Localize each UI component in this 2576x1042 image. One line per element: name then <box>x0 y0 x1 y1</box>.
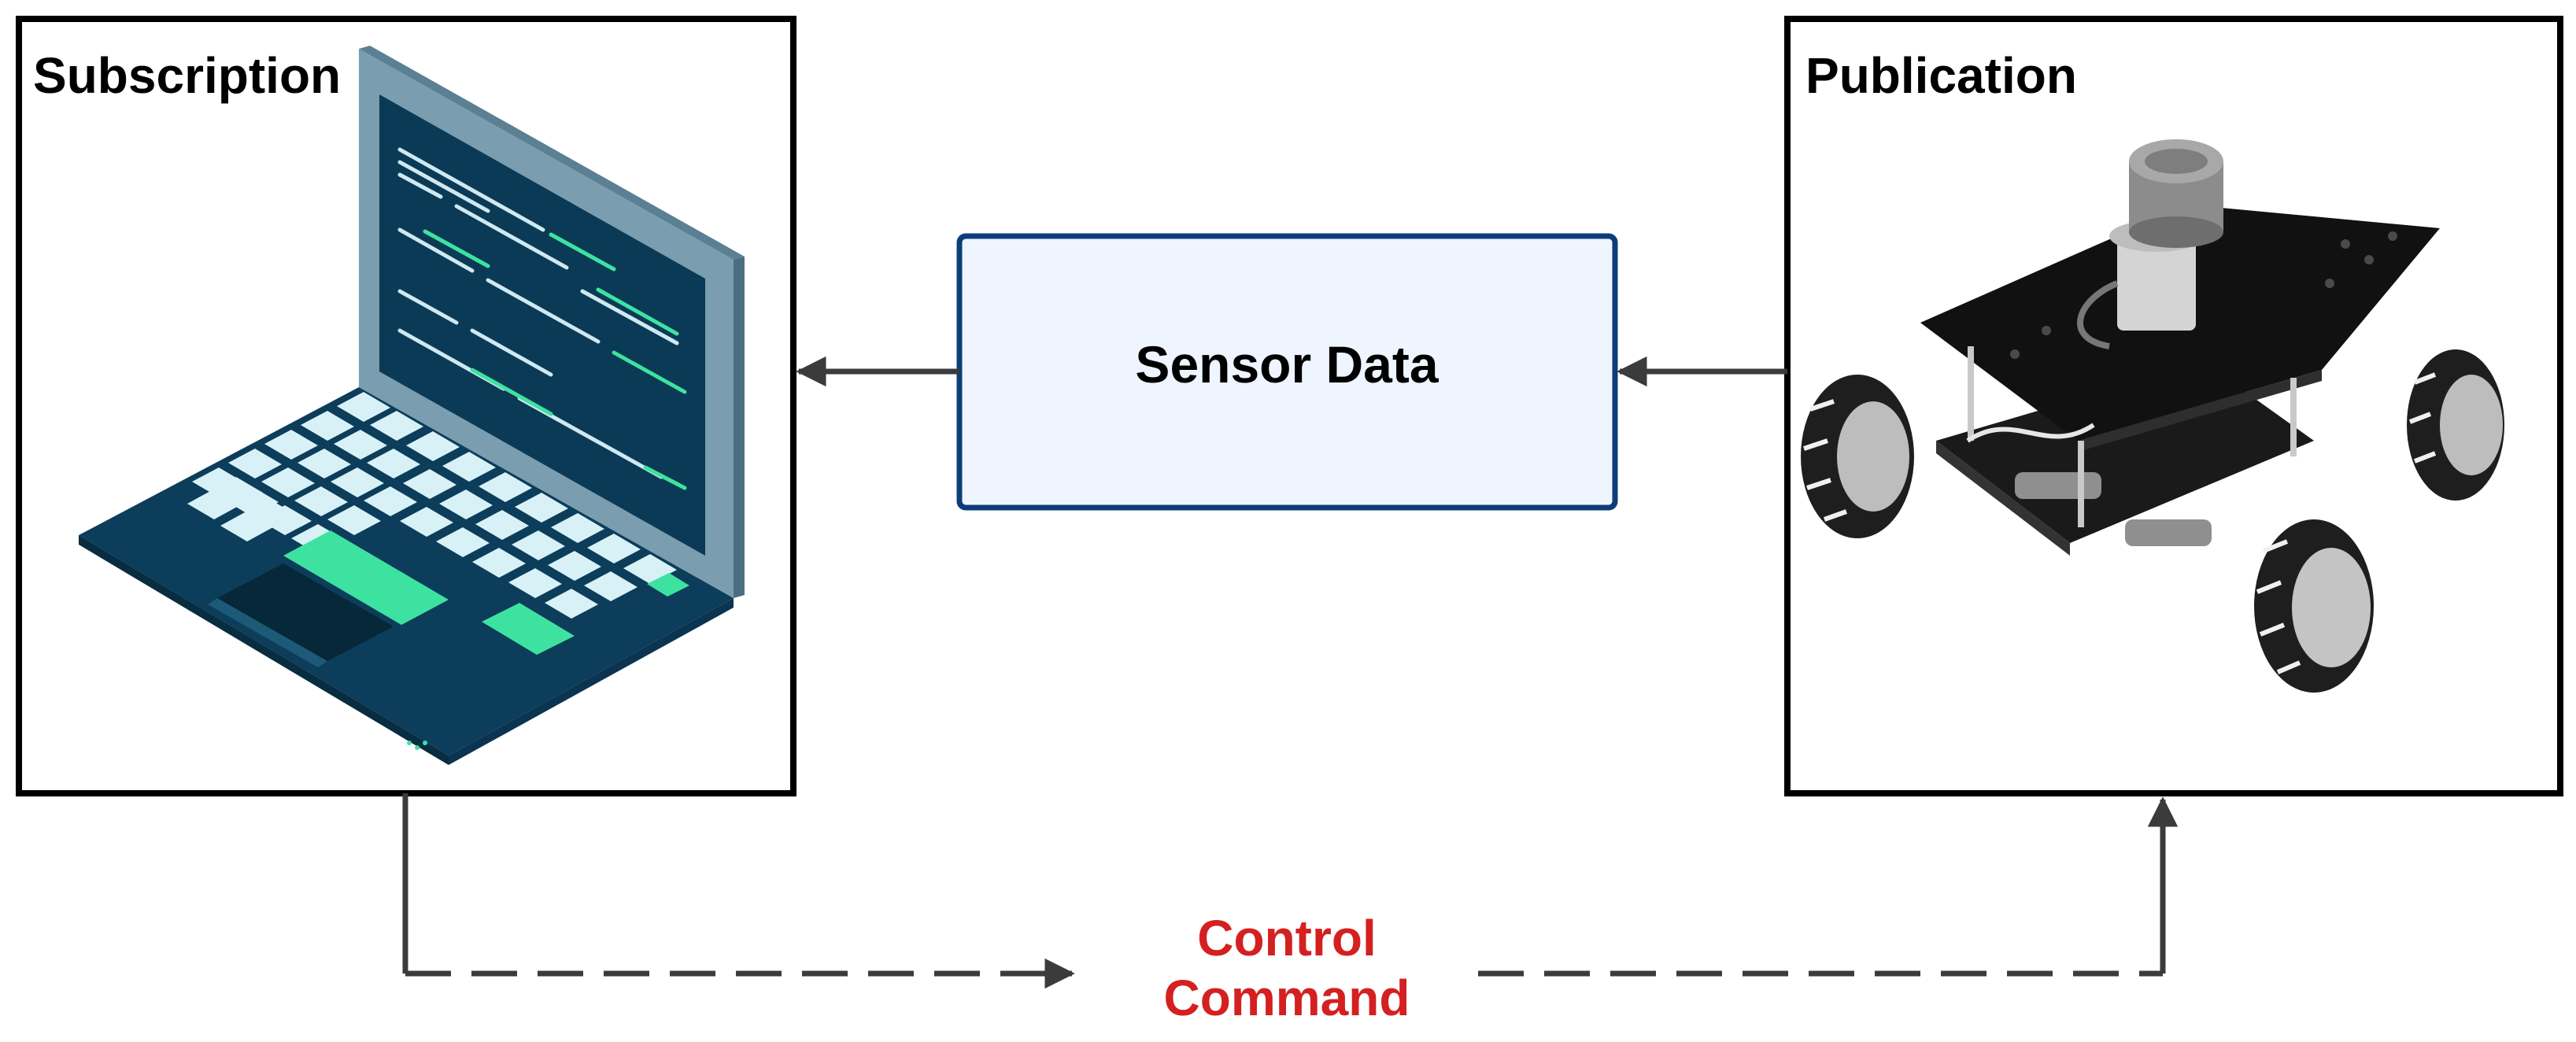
control-command-line1: Control <box>1197 910 1377 966</box>
sensor-data-label: Sensor Data <box>1135 335 1439 394</box>
robot-icon <box>1801 139 2504 693</box>
laptop-icon <box>79 46 745 765</box>
control-command-label: Control Command <box>1122 909 1452 1028</box>
subscription-title: Subscription <box>33 47 342 104</box>
control-command-line2: Command <box>1163 969 1410 1026</box>
publication-title: Publication <box>1805 47 2077 104</box>
